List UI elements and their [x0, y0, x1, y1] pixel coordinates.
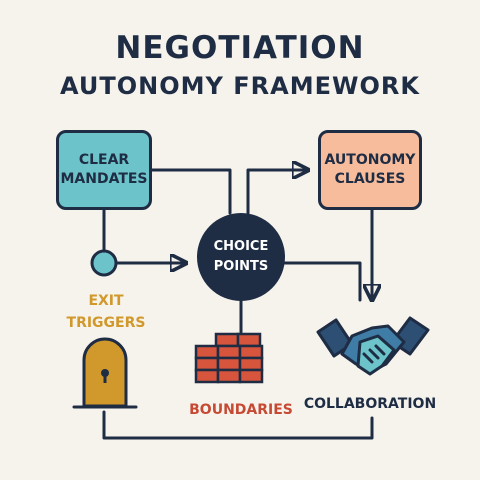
connector-bottom-loop: [102, 410, 374, 440]
exit-triggers-label: EXIT TRIGGERS: [66, 293, 146, 331]
connector-choice-to-clauses: [246, 170, 308, 215]
diagram-title-line1: NEGOTIATION: [115, 30, 365, 66]
choice-points-node: CHOICE POINTS: [197, 213, 285, 301]
clear-mandates-label: CLEAR MANDATES: [60, 152, 148, 187]
autonomy-clauses-label: AUTONOMY CLAUSES: [324, 152, 416, 187]
junction-dot: [90, 249, 118, 277]
connector-mandates-to-choice: [150, 168, 232, 215]
choice-points-label: CHOICE POINTS: [213, 239, 269, 274]
collaboration-label: COLLABORATION: [303, 396, 437, 412]
door-lock-icon: [72, 337, 138, 409]
autonomy-clauses-box: AUTONOMY CLAUSES: [318, 130, 422, 210]
boundaries-label: BOUNDARIES: [189, 402, 293, 418]
brick-wall-icon: [194, 332, 264, 384]
diagram-title-line2: AUTONOMY FRAMEWORK: [60, 72, 420, 100]
clear-mandates-box: CLEAR MANDATES: [56, 130, 152, 210]
connector-choice-to-handshake: [283, 261, 362, 302]
handshake-icon: [316, 316, 430, 376]
